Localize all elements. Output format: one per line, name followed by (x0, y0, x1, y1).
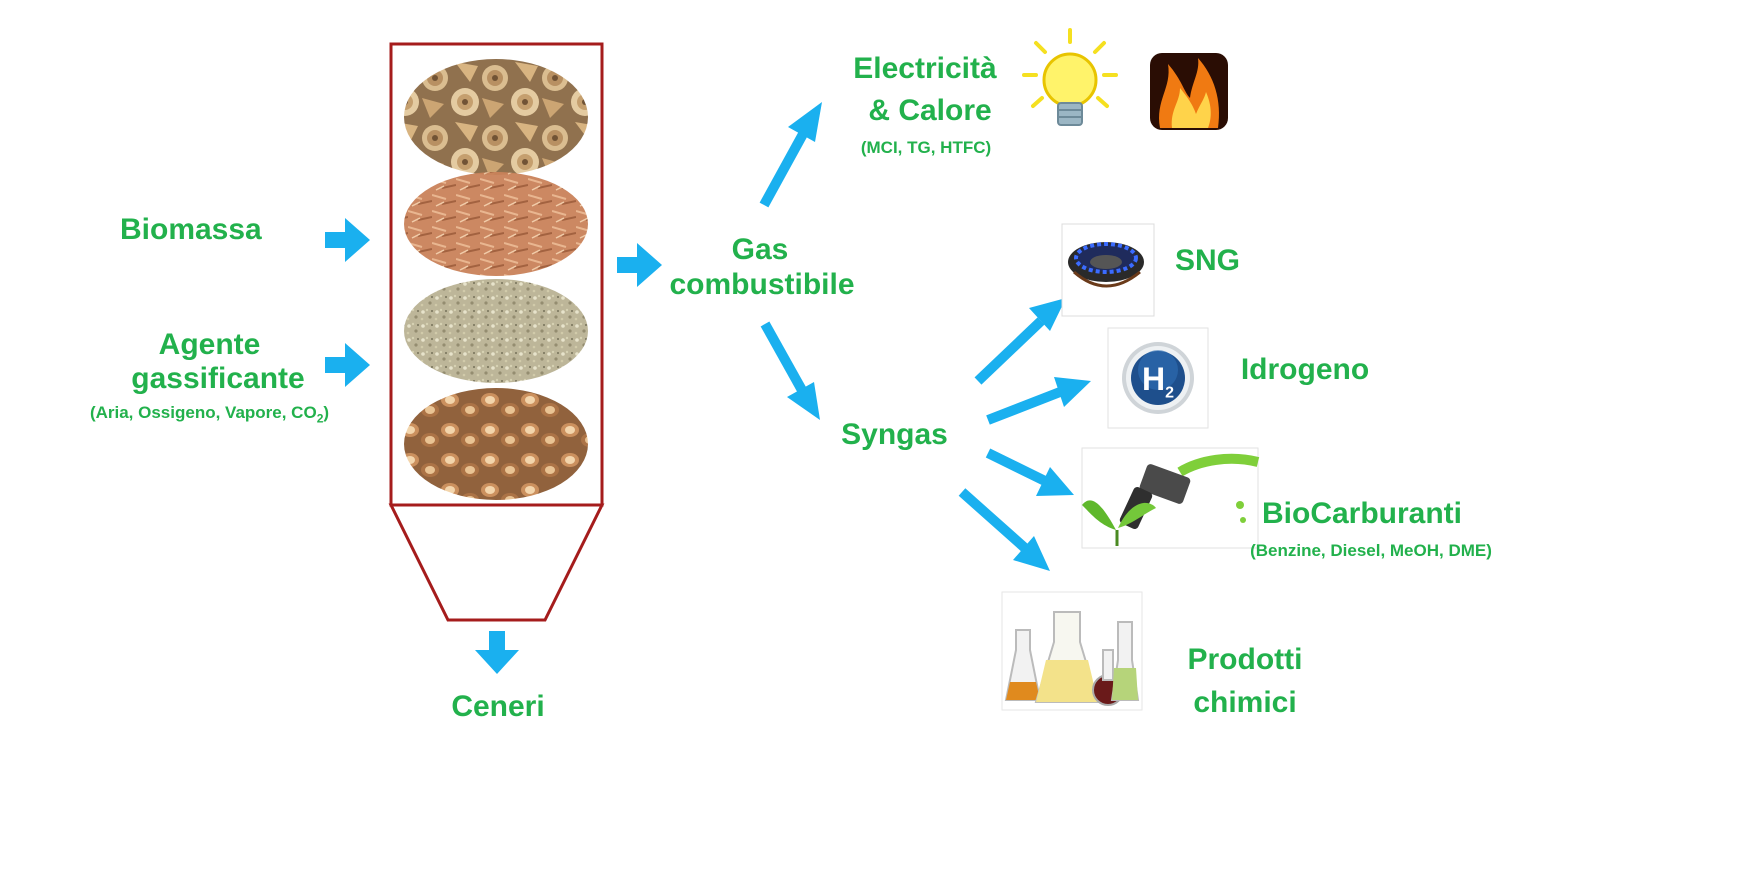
label-biomass: Biomassa (120, 213, 262, 246)
arrow-to-gas (617, 243, 662, 287)
label-syngas: Syngas (841, 418, 948, 451)
label-electricity-line1: Electricità (853, 52, 997, 85)
label-gas-line1: Gas (731, 233, 789, 266)
label-biofuels: BioCarburanti (1262, 497, 1463, 530)
photo-sawdust (404, 279, 588, 383)
photo-wood-chips (404, 172, 588, 276)
label-gas-line2: combustibile (669, 268, 855, 301)
label-agent-sub: (Aria, Ossigeno, Vapore, CO2) (89, 403, 330, 426)
flame-icon (1150, 53, 1228, 130)
arrow-agent (325, 343, 370, 387)
label-ash: Ceneri (451, 690, 545, 723)
laboratory-flasks-icon (1001, 591, 1143, 711)
label-agent-line1: Agente (158, 328, 261, 361)
label-electricity-sub: (MCI, TG, HTFC) (860, 138, 992, 157)
label-chemicals-line1: Prodotti (1187, 643, 1303, 676)
fuel-nozzle-leaf-icon (1081, 447, 1260, 549)
label-agent-line2: gassificante (131, 362, 305, 395)
reactor (388, 42, 605, 622)
diagonal-arrows (759, 102, 1091, 571)
hydrogen-icon (1107, 327, 1209, 429)
label-biofuels-sub: (Benzine, Diesel, MeOH, DME) (1250, 541, 1492, 560)
photo-wood-logs (404, 59, 588, 175)
reactor-hopper (388, 503, 605, 622)
photo-nut-shells (404, 388, 588, 500)
label-chemicals-line2: chimici (1193, 686, 1297, 719)
label-hydrogen: Idrogeno (1240, 353, 1370, 386)
label-electricity-line2: & Calore (868, 94, 992, 127)
arrow-ash (475, 631, 519, 674)
arrow-biomass (325, 218, 370, 262)
hydrogen-symbol: H2 (1141, 361, 1174, 402)
light-bulb-icon (1022, 28, 1118, 126)
gas-burner-icon (1061, 223, 1155, 317)
label-sng: SNG (1174, 244, 1240, 277)
